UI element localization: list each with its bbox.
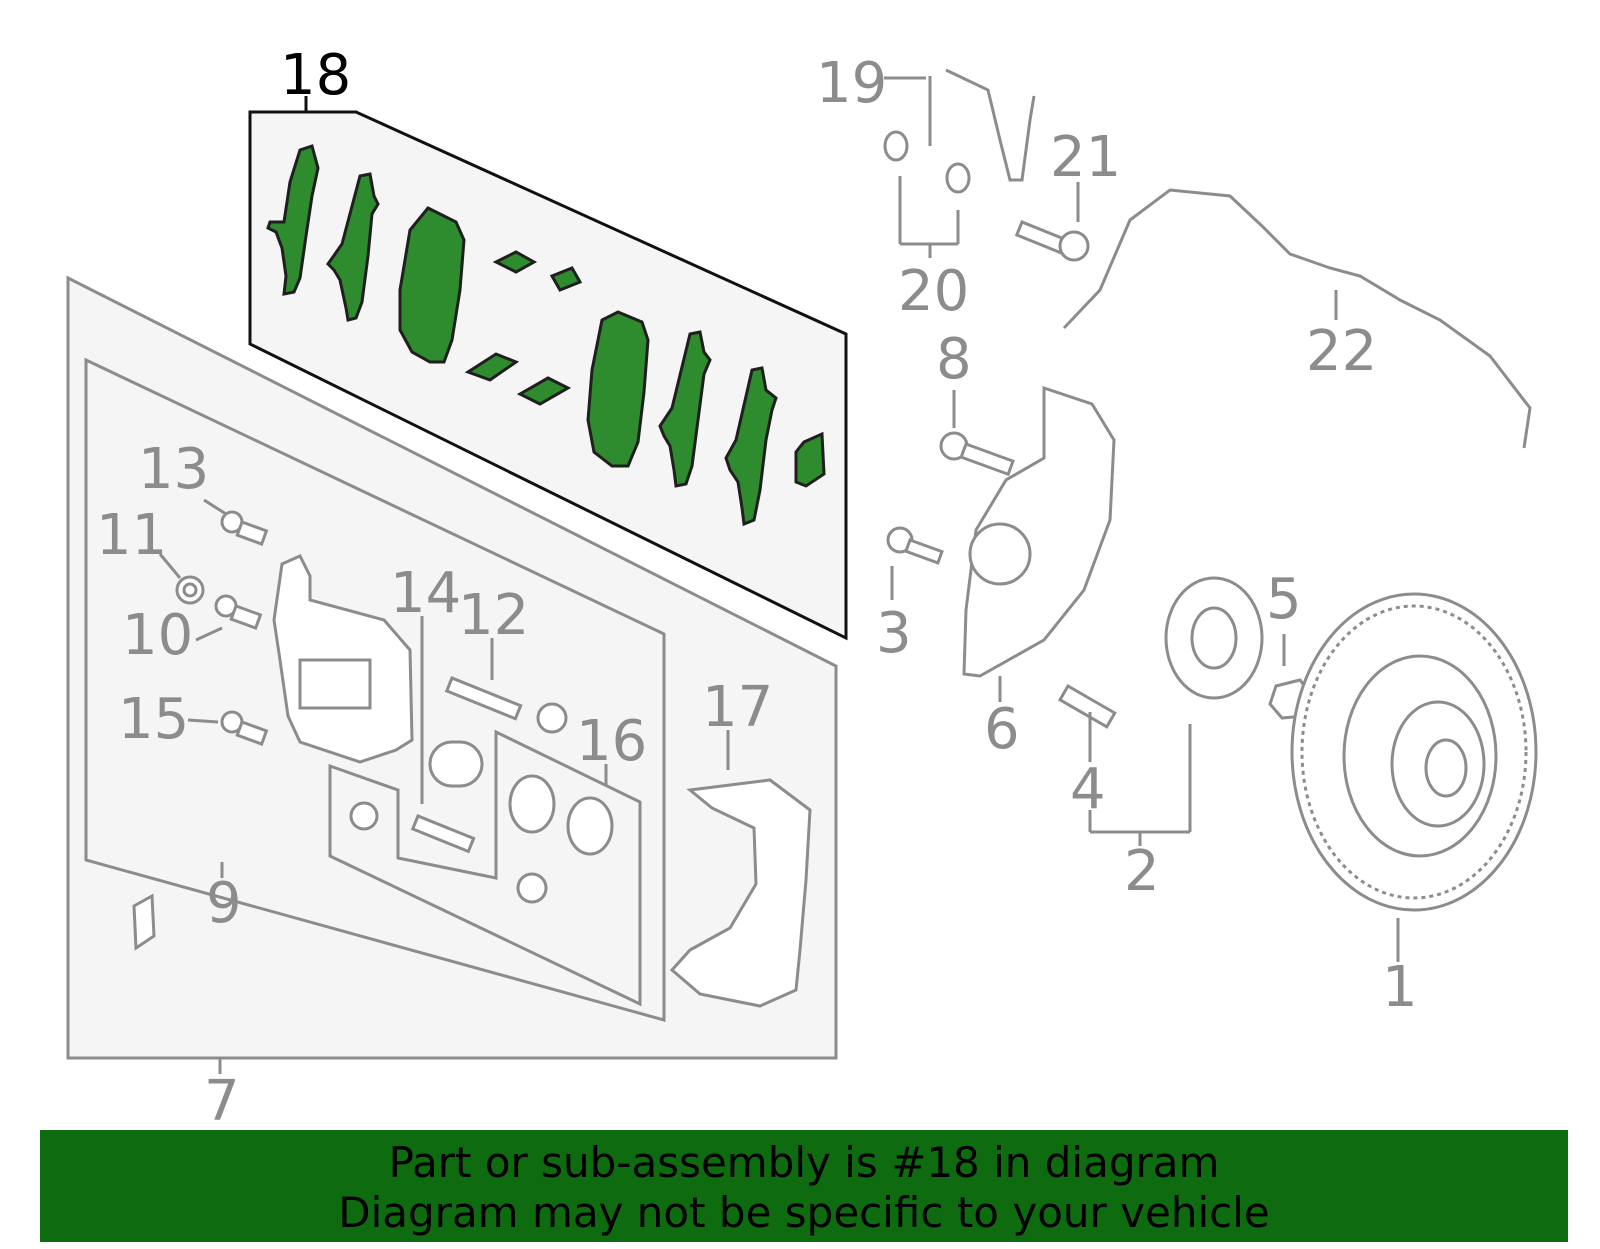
dust-shield (962, 385, 1116, 678)
banner-line-2: Diagram may not be specific to your vehi… (338, 1188, 1270, 1237)
callout-16: 16 (576, 709, 647, 774)
callout-17: 17 (702, 675, 773, 740)
small-bolts (132, 510, 614, 951)
caliper-bracket (669, 778, 812, 1008)
callout-13: 13 (138, 437, 209, 502)
callout-14: 14 (390, 561, 461, 626)
callout-10: 10 (122, 603, 193, 668)
callout-18: 18 (280, 43, 351, 108)
callout-21: 21 (1050, 125, 1121, 190)
callout-19: 19 (816, 51, 887, 116)
callout-4: 4 (1070, 757, 1106, 822)
brake-pad-kit-box (248, 110, 848, 641)
callout-15: 15 (118, 687, 189, 752)
callout-22: 22 (1306, 319, 1377, 384)
callout-20: 20 (898, 259, 969, 324)
abs-sensor-wire (1062, 188, 1532, 449)
parts-diagram: 1 2 3 4 5 6 7 8 9 10 11 12 13 14 15 16 1… (66, 43, 1538, 1130)
info-banner: Part or sub-assembly is #18 in diagram D… (40, 1130, 1568, 1242)
callout-11: 11 (96, 503, 167, 568)
callout-3: 3 (876, 601, 912, 666)
callout-8: 8 (936, 327, 972, 392)
callout-1: 1 (1382, 955, 1418, 1020)
banner-line-1: Part or sub-assembly is #18 in diagram (388, 1138, 1220, 1187)
brake-hose (928, 68, 1036, 182)
callout-2: 2 (1124, 839, 1160, 904)
callout-labels: 1 2 3 4 5 6 7 8 9 10 11 12 13 14 15 16 1… (96, 43, 1418, 1130)
callout-12: 12 (458, 583, 529, 648)
brake-pads (266, 144, 826, 527)
leader-lines (158, 76, 1400, 962)
brake-rotor (1290, 592, 1538, 912)
callout-5: 5 (1266, 567, 1302, 632)
callout-7: 7 (204, 1069, 240, 1130)
brake-caliper (272, 554, 414, 764)
callout-9: 9 (206, 871, 242, 936)
callout-6: 6 (984, 697, 1020, 762)
group-16-box (328, 729, 642, 1007)
